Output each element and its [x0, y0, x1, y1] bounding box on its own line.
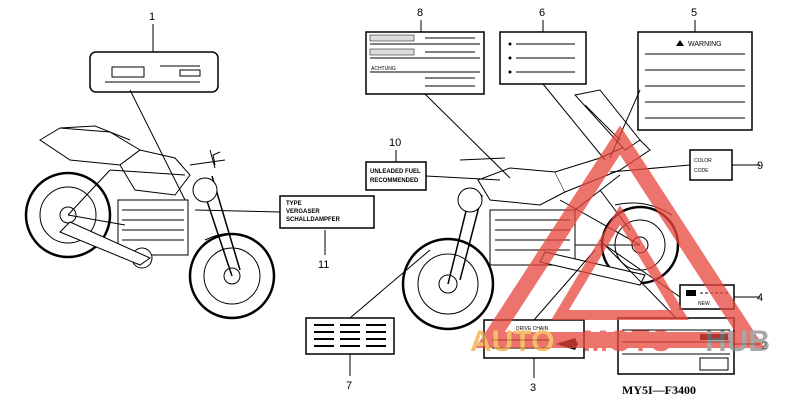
leader-lines [129, 20, 760, 378]
vergaser-text: VERGASER [286, 209, 320, 215]
warning-text: WARNING [688, 41, 722, 48]
label-part-9: COLOR CODE [689, 149, 733, 181]
callout-11: 11 [318, 259, 329, 271]
new-text: NEW [698, 301, 710, 307]
right-motorcycle [401, 89, 680, 331]
code-text: CODE [694, 168, 709, 174]
color-text: COLOR [694, 158, 712, 164]
diagram-code: MY5I—F3400 [622, 383, 696, 397]
label-part-6 [499, 31, 587, 85]
label-part-10: UNLEADED FUEL RECOMMENDED [365, 161, 427, 191]
callout-10: 10 [389, 137, 401, 149]
type-text: TYPE [286, 201, 302, 207]
label-part-8: ACHTUNG [365, 31, 485, 95]
callout-9: 9 [757, 160, 763, 172]
unleaded-text-1: UNLEADED FUEL [370, 169, 421, 175]
watermark-text-hub: HUB [705, 325, 770, 358]
callout-2: 2 [761, 340, 767, 352]
callout-1: 1 [149, 11, 155, 23]
label-part-11: TYPE VERGASER SCHALLDAMPFER [279, 195, 375, 229]
schalldampfer-text: SCHALLDAMPFER [286, 217, 341, 223]
watermark-text-auto: AUTO [470, 325, 554, 358]
callout-7: 7 [346, 380, 352, 392]
achtung-text: ACHTUNG [371, 66, 396, 72]
label-part-5: WARNING [637, 31, 753, 131]
callout-numbers: 1 2 3 4 5 6 7 8 9 10 11 [149, 7, 767, 394]
watermark-triangle-icon [475, 125, 765, 348]
callout-8: 8 [417, 7, 423, 19]
callout-5: 5 [691, 7, 697, 19]
unleaded-text-2: RECOMMENDED [370, 178, 419, 184]
watermark: AUTO MOTO HUB [470, 125, 770, 358]
callout-4: 4 [757, 292, 763, 304]
left-motorcycle [24, 125, 276, 320]
label-part-1 [89, 51, 219, 93]
callout-3: 3 [530, 382, 536, 394]
callout-6: 6 [539, 7, 545, 19]
label-part-7 [305, 317, 395, 355]
watermark-text-moto: MOTO [583, 325, 672, 358]
drive-chain-text: DRIVE CHAIN [516, 326, 549, 332]
